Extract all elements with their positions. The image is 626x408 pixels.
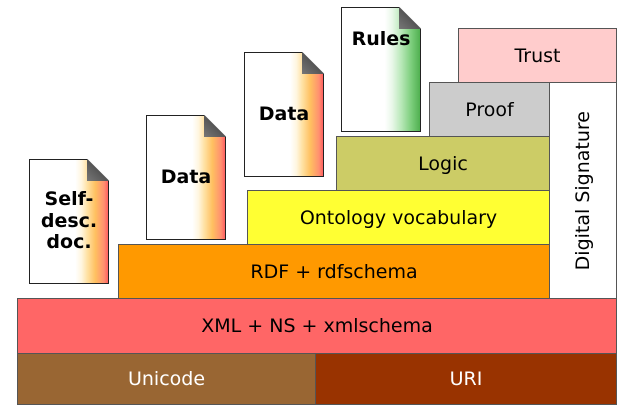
self-desc-doc-icon: Self- desc. doc. <box>29 159 109 284</box>
trust-label: Trust <box>514 44 561 67</box>
page-fold-icon <box>302 52 324 74</box>
page-fold-icon <box>399 7 421 29</box>
trust-layer: Trust <box>458 28 617 83</box>
xml-label: XML + NS + xmlschema <box>201 315 433 337</box>
page-fold-icon <box>204 115 226 137</box>
digital-signature-label: Digital Signature <box>572 110 594 271</box>
digital-signature-layer: Digital Signature <box>549 82 617 299</box>
data-doc-icon-1: Data <box>146 115 226 240</box>
proof-label: Proof <box>465 98 514 121</box>
ontology-label: Ontology vocabulary <box>299 206 498 229</box>
data-doc-label-2: Data <box>258 102 310 125</box>
proof-layer: Proof <box>429 82 550 137</box>
data-doc-icon-2: Data <box>244 52 324 177</box>
page-fold-icon <box>87 159 109 181</box>
uri-label: URI <box>449 368 483 390</box>
rules-doc-label: Rules <box>351 27 411 50</box>
rdf-label: RDF + rdfschema <box>250 260 418 283</box>
xml-layer: XML + NS + xmlschema <box>17 298 617 354</box>
rdf-layer: RDF + rdfschema <box>118 244 550 299</box>
unicode-layer: Unicode <box>17 353 316 405</box>
logic-label: Logic <box>418 152 468 175</box>
uri-layer: URI <box>315 353 617 405</box>
data-doc-label-1: Data <box>160 165 212 188</box>
ontology-layer: Ontology vocabulary <box>247 190 550 245</box>
rules-doc-icon: Rules <box>341 7 421 132</box>
unicode-label: Unicode <box>127 368 206 390</box>
self-desc-doc-label: Self- desc. doc. <box>40 187 98 254</box>
logic-layer: Logic <box>336 136 550 191</box>
